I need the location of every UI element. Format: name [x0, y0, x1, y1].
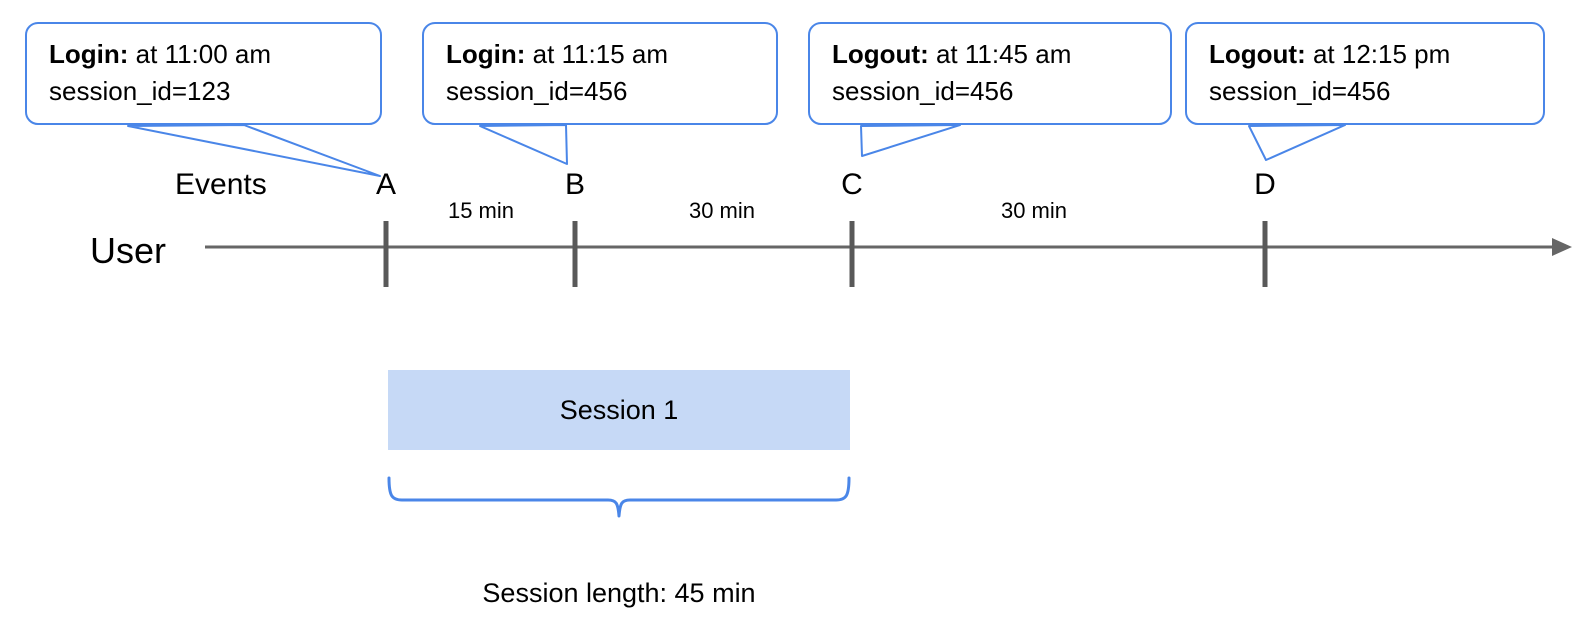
session-bar-label: Session 1	[559, 394, 679, 425]
callout-bubble-d[interactable]: Logout: at 12:15 pm session_id=456	[1185, 22, 1545, 125]
event-label-c: C	[841, 168, 863, 201]
callout-time-b: at 11:15 am	[532, 39, 669, 69]
event-label-d: D	[1254, 168, 1276, 201]
interval-label-ab: 15 min	[447, 198, 515, 223]
session-length-caption: Session length: 45 min	[482, 578, 756, 608]
callout-time-a: at 11:00 am	[135, 39, 272, 69]
event-label-a: A	[375, 168, 397, 201]
callout-session-c: session_id=456	[832, 75, 1014, 106]
session-bar[interactable]: Session 1	[388, 370, 850, 450]
events-row-label: Events	[175, 168, 267, 201]
user-row-label: User	[90, 230, 167, 271]
interval-label-cd: 30 min	[1000, 198, 1068, 223]
callout-label-a: Login:	[49, 39, 129, 69]
interval-label-bc: 30 min	[688, 198, 756, 223]
callout-session-a: session_id=123	[49, 75, 231, 106]
callout-time-d: at 12:15 pm	[1312, 39, 1451, 69]
callout-bubble-c[interactable]: Logout: at 11:45 am session_id=456	[808, 22, 1172, 125]
callout-tail-c	[860, 124, 961, 157]
callout-tail-d	[1248, 124, 1346, 161]
callout-session-d: session_id=456	[1209, 75, 1391, 106]
callout-tail-a	[127, 124, 381, 177]
callout-label-c: Logout:	[832, 39, 929, 69]
callout-tail-b	[479, 124, 568, 165]
event-label-b: B	[564, 168, 586, 201]
session-brace	[387, 476, 851, 518]
callout-session-b: session_id=456	[446, 75, 628, 106]
callout-label-b: Login:	[446, 39, 526, 69]
timeline-arrowhead	[1552, 238, 1572, 256]
callout-bubble-a[interactable]: Login: at 11:00 am session_id=123	[25, 22, 382, 125]
callout-bubble-b[interactable]: Login: at 11:15 am session_id=456	[422, 22, 778, 125]
callout-label-d: Logout:	[1209, 39, 1306, 69]
callout-time-c: at 11:45 am	[935, 39, 1072, 69]
